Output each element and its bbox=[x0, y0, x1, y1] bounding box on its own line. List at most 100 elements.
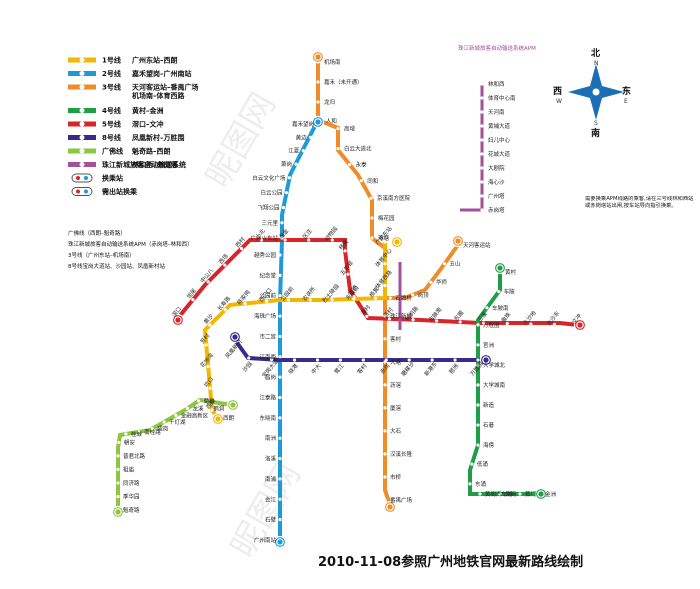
station-dot bbox=[518, 492, 522, 496]
station-dot bbox=[346, 272, 350, 276]
station-dot bbox=[552, 322, 557, 327]
station-dot bbox=[453, 358, 457, 362]
station-dot bbox=[476, 423, 480, 427]
station-dot bbox=[191, 298, 195, 302]
station-label: 大学城南 bbox=[483, 381, 506, 389]
station-label: 中大 bbox=[309, 362, 323, 376]
station-label: 晓港 bbox=[286, 362, 300, 376]
line-terminus-badge bbox=[493, 261, 507, 275]
station-label: 嘉禾（未开通） bbox=[324, 78, 363, 86]
station-dot bbox=[243, 301, 247, 306]
station-dot bbox=[336, 146, 340, 151]
line-terminus-badge bbox=[534, 487, 548, 501]
legend-swatch bbox=[71, 187, 93, 196]
station-dot bbox=[206, 406, 211, 411]
station-dot bbox=[265, 299, 269, 303]
station-dot bbox=[387, 317, 392, 321]
station-dot bbox=[476, 443, 480, 447]
station-label: 黄边 bbox=[296, 133, 308, 141]
station-dot bbox=[206, 280, 210, 284]
compass-east: 东 bbox=[622, 85, 631, 97]
line-terminus-badge bbox=[171, 313, 185, 327]
note-1: 广佛线（西朗–魁奇路） bbox=[68, 229, 126, 237]
station-label: 白云公园 bbox=[260, 189, 283, 197]
station-label: 南浦 bbox=[265, 475, 277, 483]
line-terminus-badge bbox=[311, 115, 325, 129]
station-dot bbox=[116, 494, 120, 499]
station-dot bbox=[278, 273, 282, 277]
legend-line-name: 1号线 bbox=[102, 56, 121, 65]
station-dot bbox=[480, 208, 484, 212]
station-label: 江夏 bbox=[288, 148, 300, 155]
station-dot bbox=[330, 298, 334, 302]
legend-line-name: 5号线 bbox=[102, 120, 121, 129]
line-terminus-badge bbox=[573, 318, 587, 332]
station-label: 白云文化广场 bbox=[252, 174, 286, 182]
station-label: 鹤洞 bbox=[213, 404, 225, 412]
station-label: 客村 bbox=[390, 335, 402, 343]
station-dot bbox=[480, 180, 484, 184]
legend-line-desc: 滘口–文冲 bbox=[132, 120, 164, 129]
station-label: 龙归 bbox=[324, 98, 335, 106]
station-dot bbox=[278, 375, 282, 379]
station-dot bbox=[476, 358, 480, 362]
station-dot bbox=[374, 296, 378, 300]
compass-south-en: S bbox=[594, 120, 598, 127]
station-label: 车陂南 bbox=[492, 304, 509, 312]
line-terminus-badge bbox=[311, 50, 325, 64]
compass-south: 南 bbox=[591, 127, 600, 139]
station-label: 西朗 bbox=[223, 414, 235, 422]
station-dot bbox=[505, 321, 509, 326]
station-label: 琶洲 bbox=[448, 362, 461, 375]
station-label: 蕉门 bbox=[525, 490, 536, 498]
station-label: 洛溪 bbox=[265, 455, 277, 463]
legend: 1号线广州东站–西朗2号线嘉禾望岗–广州南站3号线天河客运站–番禺广场机场南–体… bbox=[68, 56, 199, 196]
legend-line-name: 3号线 bbox=[102, 83, 121, 92]
station-dot bbox=[352, 294, 356, 299]
station-label: 新造 bbox=[483, 401, 495, 409]
legend-dot bbox=[79, 84, 85, 90]
station-dot bbox=[278, 497, 282, 501]
station-label: 燕塘 bbox=[378, 234, 390, 242]
note-3: 3号线（广州东站–机场南） bbox=[68, 251, 135, 259]
station-dot bbox=[383, 383, 387, 387]
station-dot bbox=[278, 294, 282, 298]
station-dot bbox=[278, 518, 282, 522]
station-label: 会江 bbox=[265, 495, 277, 503]
legend-item: 换乘站 bbox=[71, 173, 123, 183]
apm-note: 需要换乘APM线路的乘客,请在三号线林和西站或赤岗塔站出闸,按车站导向指引换乘。 bbox=[585, 196, 694, 209]
station-dot bbox=[223, 308, 227, 312]
station-dot bbox=[278, 355, 282, 359]
station-dot bbox=[365, 314, 369, 318]
station-label: 纪念堂 bbox=[259, 271, 276, 279]
note-4: 8号线宝岗大道站、沙园站、凤凰新村站 bbox=[68, 262, 166, 270]
line-badges bbox=[111, 50, 587, 549]
station-dot bbox=[480, 82, 484, 86]
station-dot bbox=[383, 337, 387, 341]
station-label: 客村 bbox=[355, 362, 369, 376]
station-dot bbox=[280, 221, 284, 225]
station-label: 厦滘 bbox=[390, 404, 402, 412]
legend-item: 8号线凤凰新村–万胜围 bbox=[68, 133, 185, 142]
line-3-south bbox=[383, 243, 460, 506]
station-label: 菊树 bbox=[204, 397, 216, 405]
station-label: 高增 bbox=[344, 125, 355, 133]
station-dot bbox=[529, 322, 533, 326]
station-label: 人和 bbox=[326, 117, 337, 125]
map-title: 2010-11-08参照广州地铁官网最新路线绘制 bbox=[318, 554, 583, 570]
legend-line-desc: 凤凰新村–万胜围 bbox=[132, 133, 185, 142]
legend-swatch bbox=[71, 173, 93, 183]
station-label: 花城大道 bbox=[488, 150, 511, 158]
station-label: 新港东 bbox=[422, 359, 439, 377]
compass-west-en: W bbox=[556, 98, 562, 105]
station-dot bbox=[315, 358, 320, 362]
station-dot bbox=[383, 240, 387, 244]
station-dot bbox=[369, 196, 373, 200]
watermark: 昵图网 昵图网 bbox=[198, 86, 309, 564]
station-dot bbox=[197, 399, 201, 403]
line-terminus-badge bbox=[111, 505, 125, 519]
note-2: 珠江新城旅客自动输送系统APM（赤岗塔–林和西） bbox=[68, 240, 193, 248]
station-dot bbox=[361, 358, 365, 362]
line-terminus-badge bbox=[390, 235, 404, 249]
